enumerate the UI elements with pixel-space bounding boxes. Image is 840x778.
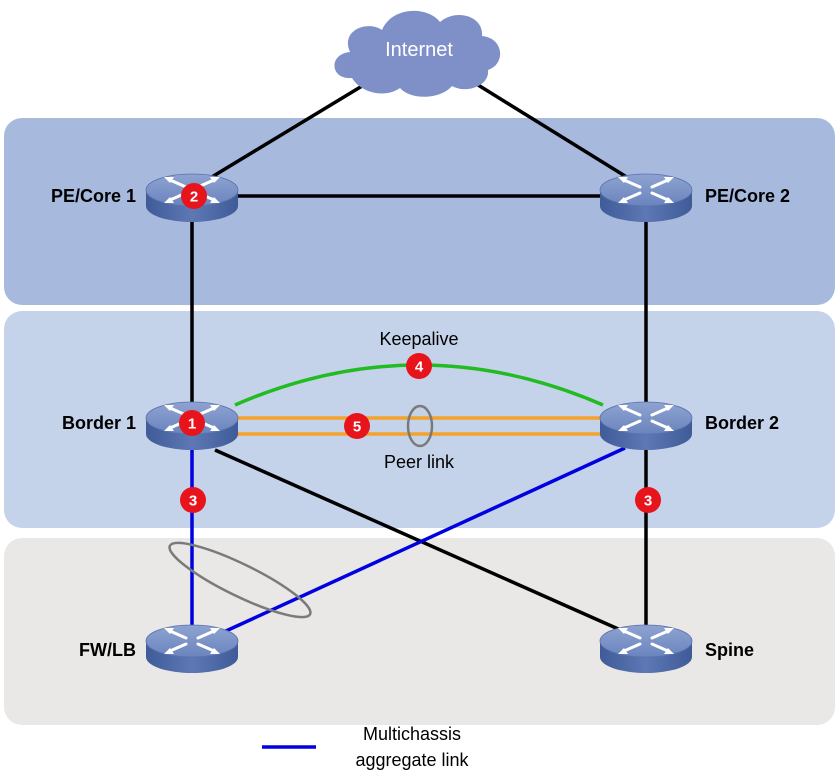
badge-3-right: 3	[635, 487, 661, 513]
device-fwlb[interactable]	[144, 623, 240, 675]
badge-3-left: 3	[180, 487, 206, 513]
badge-1: 1	[179, 410, 205, 436]
keepalive-label: Keepalive	[379, 329, 458, 349]
legend: Multichassis aggregate link	[262, 724, 470, 770]
device-label-pe2: PE/Core 2	[705, 186, 790, 206]
device-label-spine: Spine	[705, 640, 754, 660]
switch-icon	[598, 172, 694, 224]
legend-line2: aggregate link	[355, 750, 469, 770]
internet-label: Internet	[385, 39, 453, 61]
device-spine[interactable]	[598, 623, 694, 675]
links	[168, 78, 648, 638]
peer-link-aggregation-ring	[406, 404, 434, 448]
svg-text:3: 3	[189, 493, 197, 510]
badge-4: 4	[406, 353, 432, 379]
peer-link-label: Peer link	[384, 452, 455, 472]
svg-text:2: 2	[190, 189, 198, 206]
switch-icon	[598, 400, 694, 452]
device-label-border1: Border 1	[62, 413, 136, 433]
device-border2[interactable]	[598, 400, 694, 452]
link-border2-fwlb	[214, 446, 626, 638]
switch-icon	[144, 623, 240, 675]
link-internet-pe2	[469, 78, 647, 191]
badge-5: 5	[344, 413, 370, 439]
device-label-pe1: PE/Core 1	[51, 186, 136, 206]
device-pe2[interactable]	[598, 172, 694, 224]
zone-core	[4, 118, 835, 305]
svg-text:3: 3	[644, 493, 652, 510]
switch-icon	[598, 623, 694, 675]
device-label-border2: Border 2	[705, 413, 779, 433]
badge-2: 2	[181, 183, 207, 209]
device-label-fwlb: FW/LB	[79, 640, 136, 660]
svg-text:4: 4	[415, 359, 424, 376]
link-internet-pe1	[191, 78, 373, 191]
svg-text:1: 1	[188, 416, 196, 433]
fwlb-aggregation-ring	[168, 541, 312, 619]
svg-text:5: 5	[353, 419, 361, 436]
cloud-icon: Internet	[334, 10, 501, 97]
legend-line1: Multichassis	[363, 724, 461, 744]
zone-access	[4, 538, 835, 725]
